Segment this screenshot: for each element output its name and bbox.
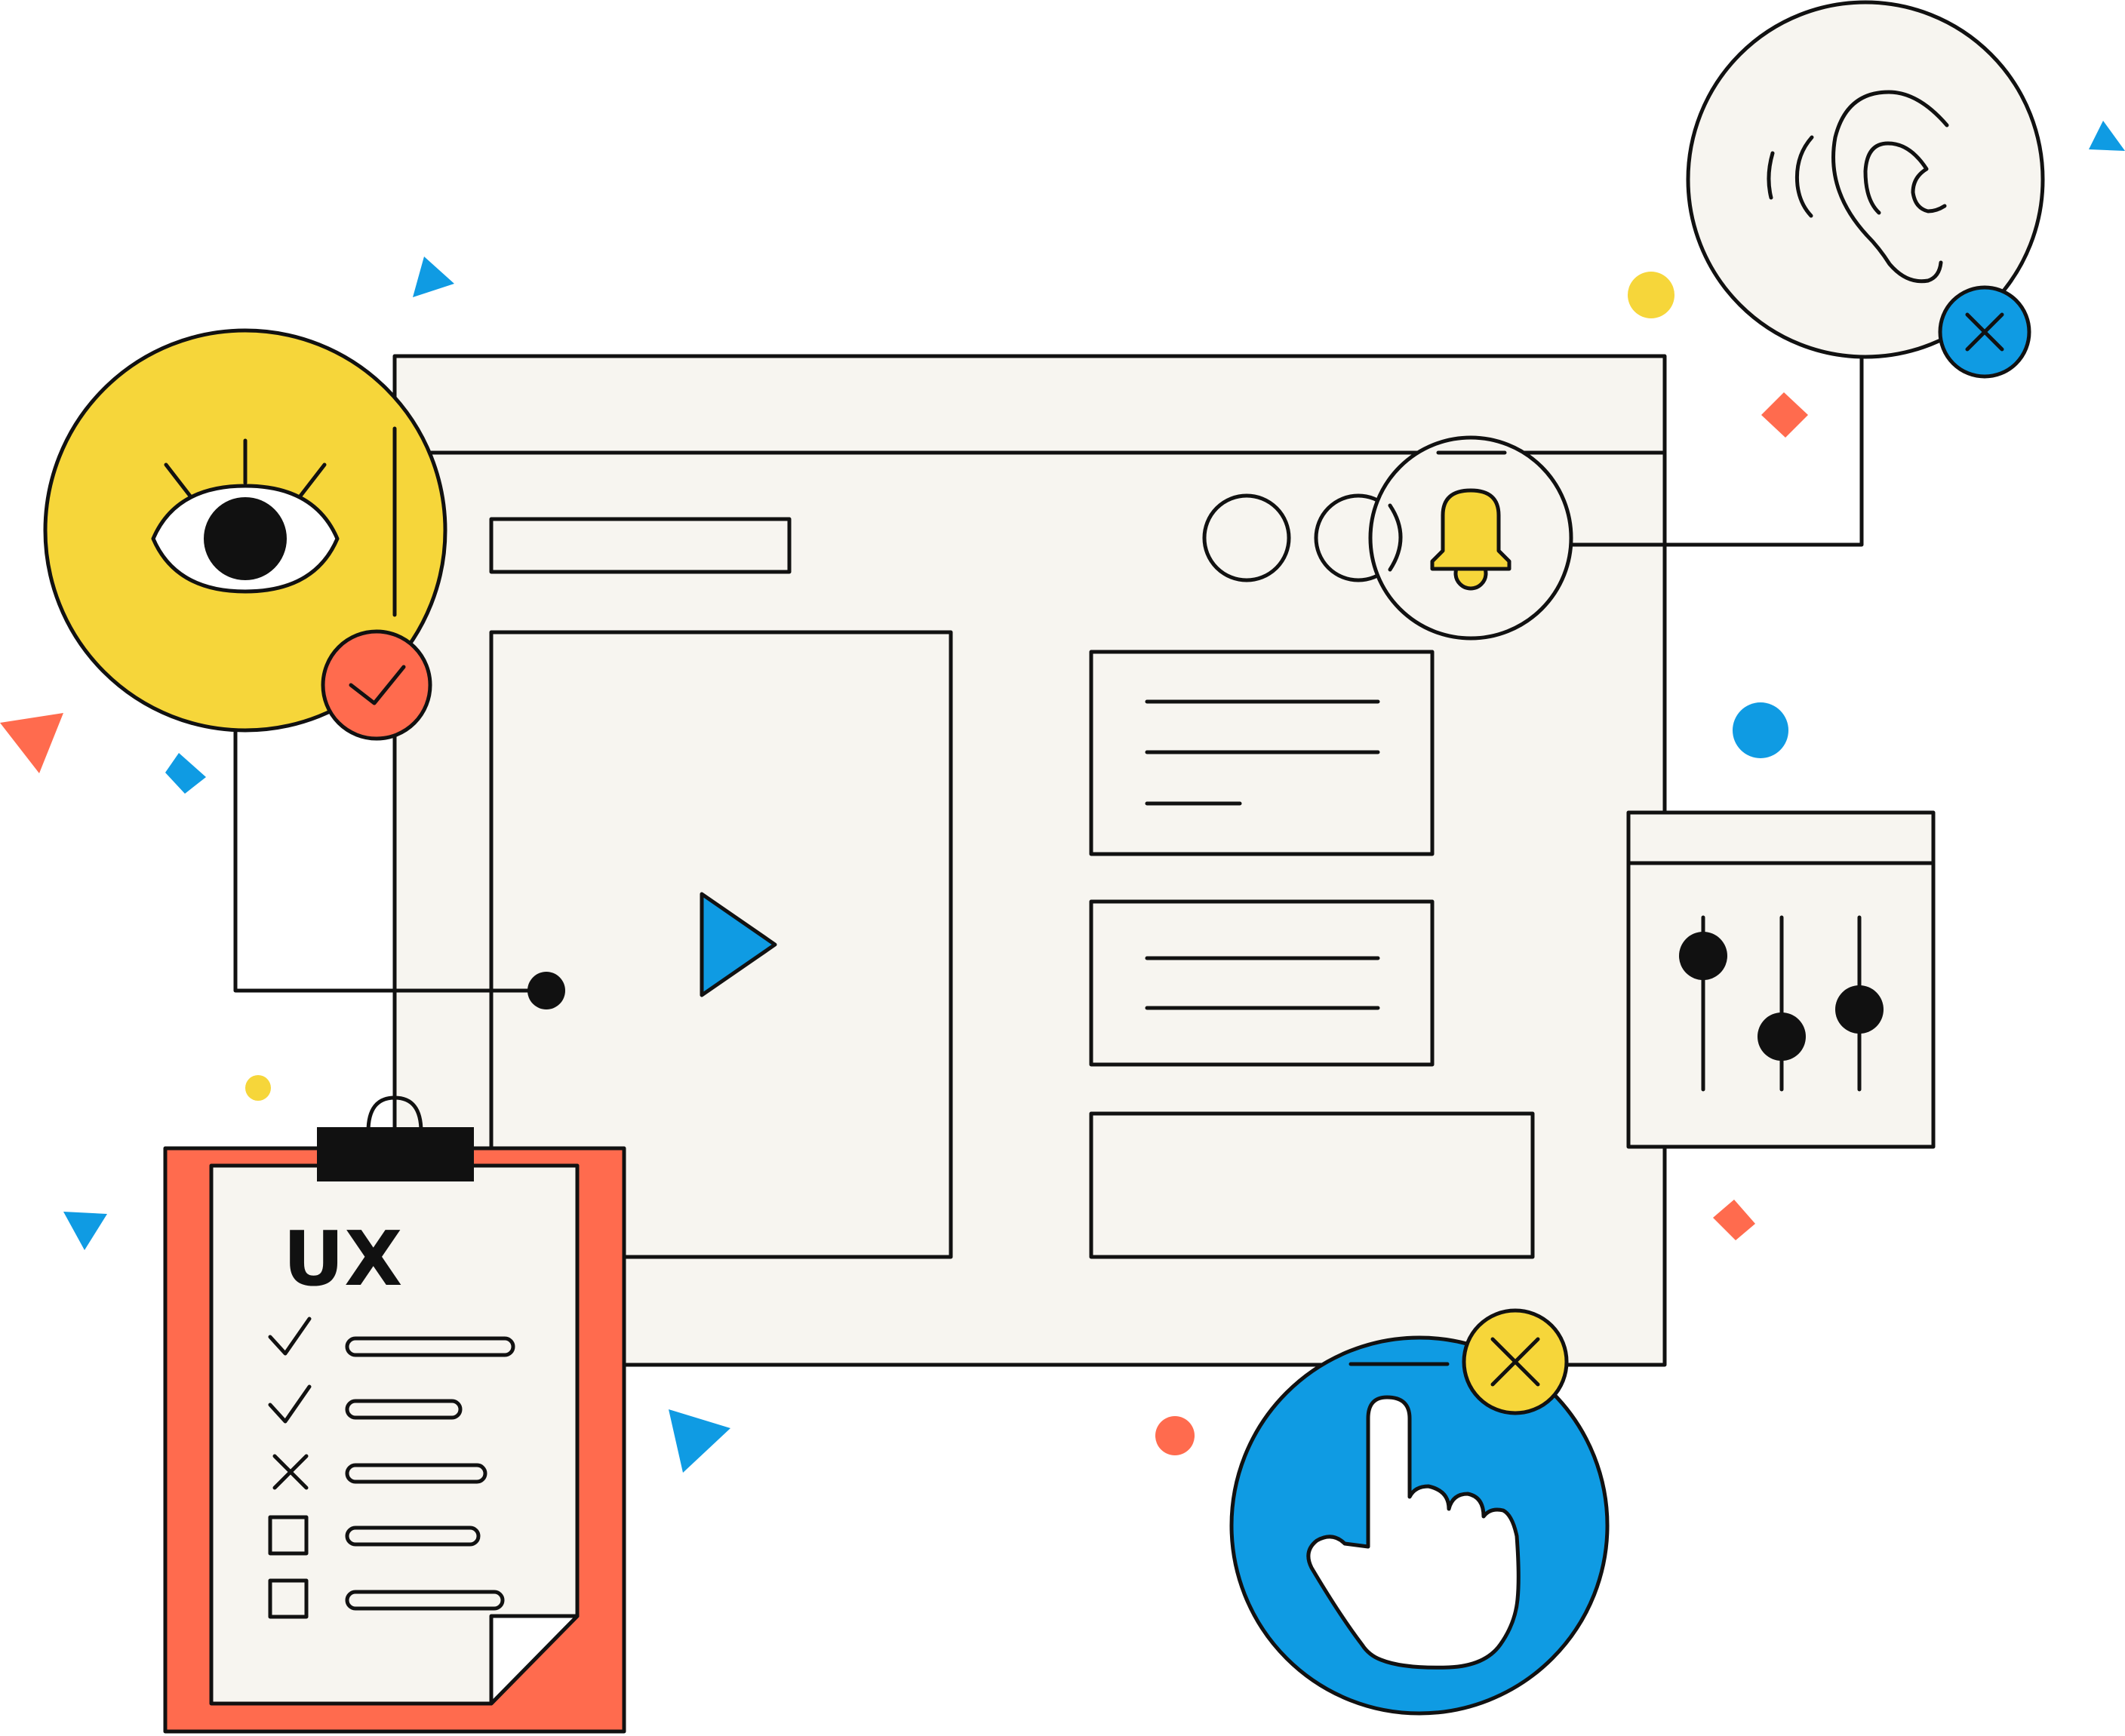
checklist-title: UX	[283, 1215, 402, 1303]
hearing-badge	[1686, 0, 2045, 379]
checklist-item[interactable]	[268, 1384, 463, 1424]
check-icon	[268, 1384, 312, 1424]
notification-badge[interactable]	[1368, 435, 1573, 641]
confetti-triangle	[413, 257, 454, 297]
video-panel[interactable]	[489, 630, 953, 1259]
check-icon	[268, 1317, 312, 1356]
eye-icon	[151, 438, 340, 594]
item-bar	[345, 1526, 481, 1547]
text-card	[1089, 899, 1435, 1067]
confetti-diamond	[165, 753, 206, 794]
close-badge-yellow[interactable]	[1462, 1308, 1569, 1415]
slider-knob[interactable]	[1758, 1012, 1806, 1061]
checklist-item[interactable]	[268, 1515, 481, 1556]
confetti-diamond	[1713, 1200, 1755, 1240]
item-bar	[345, 1336, 515, 1357]
item-bar	[345, 1590, 505, 1611]
clip-ring	[366, 1095, 423, 1134]
settings-panel	[1626, 810, 1936, 1149]
clip-bar	[317, 1127, 474, 1181]
confetti-dot	[1155, 1416, 1195, 1455]
toolbar-button-circle[interactable]	[1202, 493, 1291, 582]
checkbox-icon	[268, 1578, 309, 1619]
slider-knob[interactable]	[1679, 932, 1727, 980]
confetti-dot	[1628, 272, 1674, 318]
confetti-diamond	[1761, 392, 1808, 438]
checklist-item[interactable]	[268, 1317, 515, 1357]
interaction-badge	[1229, 1308, 1610, 1716]
confetti-dot	[245, 1075, 271, 1101]
connector-lines	[233, 354, 1864, 1083]
confetti-triangle	[63, 1212, 107, 1250]
confetti-triangle	[2089, 121, 2125, 151]
vision-badge	[43, 328, 447, 741]
confetti-triangle	[0, 713, 63, 773]
close-icon	[1965, 312, 2004, 352]
check-badge	[321, 629, 432, 741]
address-bar[interactable]	[489, 517, 792, 574]
page-curl	[489, 1614, 580, 1706]
close-icon	[1490, 1337, 1540, 1387]
text-card	[1089, 650, 1435, 856]
confetti	[0, 121, 2125, 1473]
check-icon	[349, 665, 406, 705]
content-block	[1089, 1111, 1535, 1259]
pointer-hand-icon	[1306, 1395, 1521, 1670]
close-icon	[272, 1454, 309, 1490]
slider-knob[interactable]	[1835, 985, 1884, 1034]
item-bar	[345, 1399, 463, 1420]
confetti-dot	[1733, 702, 1788, 758]
close-badge-blue[interactable]	[1938, 285, 2031, 379]
connector-node	[527, 972, 565, 1009]
confetti-triangle	[669, 1409, 730, 1473]
ux-clipboard: UX	[163, 1095, 626, 1734]
ear-icon	[1767, 90, 1949, 284]
play-icon[interactable]	[700, 892, 777, 997]
bell-icon	[1430, 488, 1511, 591]
checklist-item[interactable]	[268, 1578, 505, 1619]
item-bar	[345, 1463, 487, 1484]
checklist-item[interactable]	[272, 1454, 487, 1490]
checkbox-icon	[268, 1515, 309, 1556]
